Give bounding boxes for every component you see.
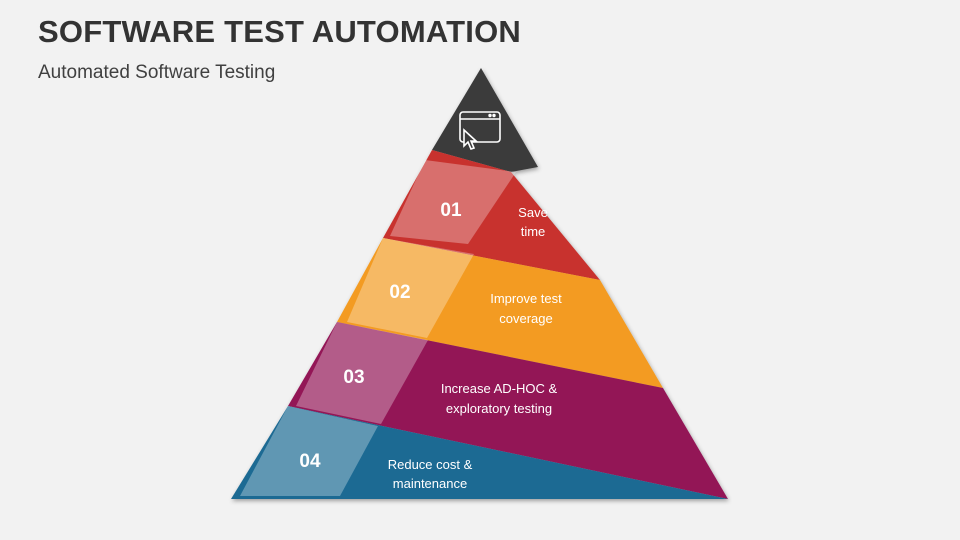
- level-number-03: 03: [343, 367, 364, 388]
- level-label-02-line1: Improve test: [490, 291, 562, 306]
- level-label-02-line2: coverage: [499, 311, 552, 326]
- level-number-04: 04: [299, 451, 321, 472]
- level-label-03-line2: exploratory testing: [446, 401, 552, 416]
- level-label-03-line1: Increase AD-HOC &: [441, 381, 558, 396]
- band-04: [231, 406, 728, 499]
- highlight-panel-03: [296, 322, 428, 424]
- highlight-panel-04: [240, 406, 378, 496]
- highlight-panel-01: [390, 160, 516, 244]
- level-number-02: 02: [389, 282, 410, 303]
- level-label-01-line1: Save: [518, 205, 548, 220]
- band-02: [337, 238, 663, 388]
- pyramid-apex: [432, 68, 538, 172]
- monitor-cursor-icon: [459, 111, 501, 150]
- highlight-panel-02: [347, 238, 474, 338]
- level-label-01-line2: time: [521, 224, 546, 239]
- band-03: [288, 322, 728, 499]
- level-label-04-line2: maintenance: [393, 476, 467, 491]
- page-subtitle: Automated Software Testing: [38, 62, 276, 83]
- band-01: [383, 150, 600, 280]
- level-label-04-line1: Reduce cost &: [388, 457, 473, 472]
- page-title: SOFTWARE TEST AUTOMATION: [38, 14, 521, 49]
- level-number-01: 01: [440, 200, 462, 221]
